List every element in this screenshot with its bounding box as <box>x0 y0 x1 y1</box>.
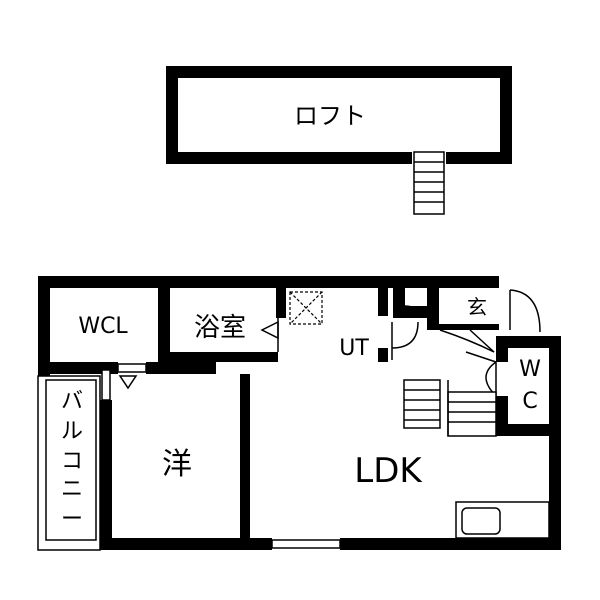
loft-wall <box>166 66 512 164</box>
balcony-char: コ <box>61 449 83 474</box>
loft-area: ロフト <box>166 66 512 215</box>
stairs <box>403 379 497 437</box>
loft-ladder <box>413 151 445 215</box>
balcony-label: バ ル コ ニ ー <box>61 389 83 532</box>
balcony-char: ニ <box>61 477 83 502</box>
wc-label-top: W <box>519 357 541 382</box>
ut-label: UT <box>339 336 369 361</box>
balcony-char: ー <box>61 507 83 532</box>
room-labels: WCL 浴室 UT 玄 W C 洋 LDK バ ル コ ニ ー <box>61 295 541 532</box>
openings <box>101 363 341 549</box>
balcony-char: ル <box>61 419 83 444</box>
kitchen-counter <box>455 501 550 539</box>
bath-label: 浴室 <box>194 313 246 343</box>
balcony <box>37 375 101 551</box>
wcl-label: WCL <box>78 314 128 339</box>
washer-space-icon <box>289 291 323 325</box>
wc-label-bottom: C <box>522 389 537 414</box>
loft-label: ロフト <box>294 102 366 130</box>
entrance-label: 玄 <box>467 295 487 319</box>
ldk-label: LDK <box>354 451 423 491</box>
balcony-char: バ <box>61 389 83 414</box>
western-room-label: 洋 <box>162 447 192 482</box>
walls <box>38 276 561 550</box>
door-swings <box>118 289 541 397</box>
